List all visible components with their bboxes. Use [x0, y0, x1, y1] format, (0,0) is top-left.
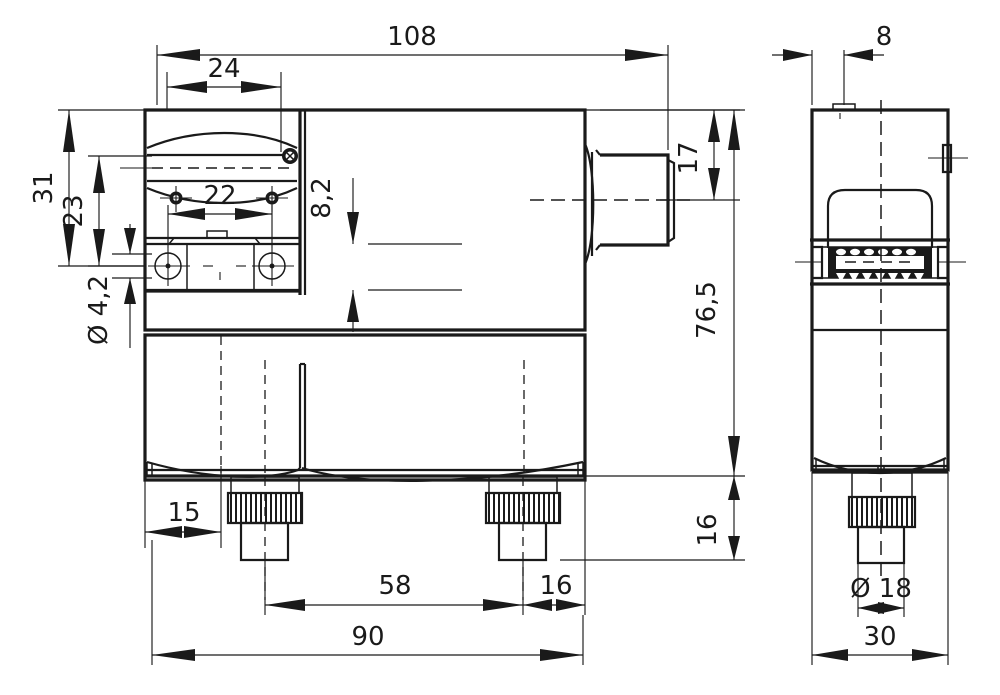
dim-23: 23	[59, 155, 152, 267]
dim-label-31: 31	[29, 171, 59, 204]
dim-diam-18: Ø 18	[850, 563, 912, 617]
dim-label-22: 22	[203, 181, 236, 211]
dim-label-16-bottom: 16	[539, 571, 572, 601]
dim-15: 15	[144, 466, 222, 548]
side-body-outline	[810, 108, 950, 472]
dim-90: 90	[151, 540, 584, 665]
dim-24: 24	[166, 54, 282, 152]
dim-label-58: 58	[378, 571, 411, 601]
front-lower-body	[143, 328, 587, 482]
dim-8: 8	[772, 22, 892, 105]
dim-label-diam-18: Ø 18	[850, 574, 912, 604]
dim-31: 31	[29, 109, 145, 267]
dimension-annotations: 108 24 22 31	[29, 22, 949, 665]
dim-label-17: 17	[674, 141, 704, 174]
dim-label-diam-4-2: Ø 4,2	[84, 275, 114, 345]
dim-label-108: 108	[387, 22, 437, 52]
dim-label-30: 30	[863, 622, 896, 652]
front-upper-body	[143, 108, 587, 332]
dim-8-2: 8,2	[307, 177, 462, 332]
lens-screw-icon	[282, 148, 298, 164]
dim-58: 58	[264, 560, 524, 615]
dim-16-right: 16	[560, 476, 745, 561]
front-cable-gland-left	[226, 476, 304, 600]
dim-label-76-5: 76,5	[692, 281, 722, 339]
dim-label-16-right: 16	[693, 513, 723, 546]
dim-label-8-2: 8,2	[307, 177, 337, 218]
front-connector-plug	[530, 143, 690, 265]
side-cable-gland	[847, 472, 917, 565]
dim-30: 30	[811, 472, 949, 665]
side-top-tab	[832, 103, 856, 111]
dim-17: 17	[600, 109, 740, 201]
front-view	[120, 108, 690, 600]
dim-16-bottom: 16	[523, 480, 586, 615]
dim-22: 22	[167, 181, 273, 248]
dim-label-24: 24	[207, 54, 240, 84]
dim-label-23: 23	[59, 194, 89, 227]
side-right-tab	[941, 143, 953, 174]
front-mounting-bracket	[143, 230, 302, 293]
gland-knurling-right	[488, 493, 560, 523]
dim-diam-4-2: Ø 4,2	[84, 224, 152, 348]
front-cable-gland-right	[484, 476, 562, 600]
dim-label-8: 8	[876, 22, 893, 52]
dim-108: 108	[156, 22, 669, 150]
side-terminal-block	[828, 247, 932, 282]
lens-mount-screw-left-icon	[160, 186, 192, 212]
side-view	[795, 100, 968, 580]
dim-label-15: 15	[167, 498, 200, 528]
gland-knurling-left	[230, 493, 302, 523]
dim-label-90: 90	[351, 622, 384, 652]
front-lens-window	[120, 131, 298, 212]
dim-76-5: 76,5	[585, 109, 745, 477]
mounting-hole-right-icon	[252, 248, 294, 286]
mounting-hole-left-icon	[148, 248, 190, 286]
